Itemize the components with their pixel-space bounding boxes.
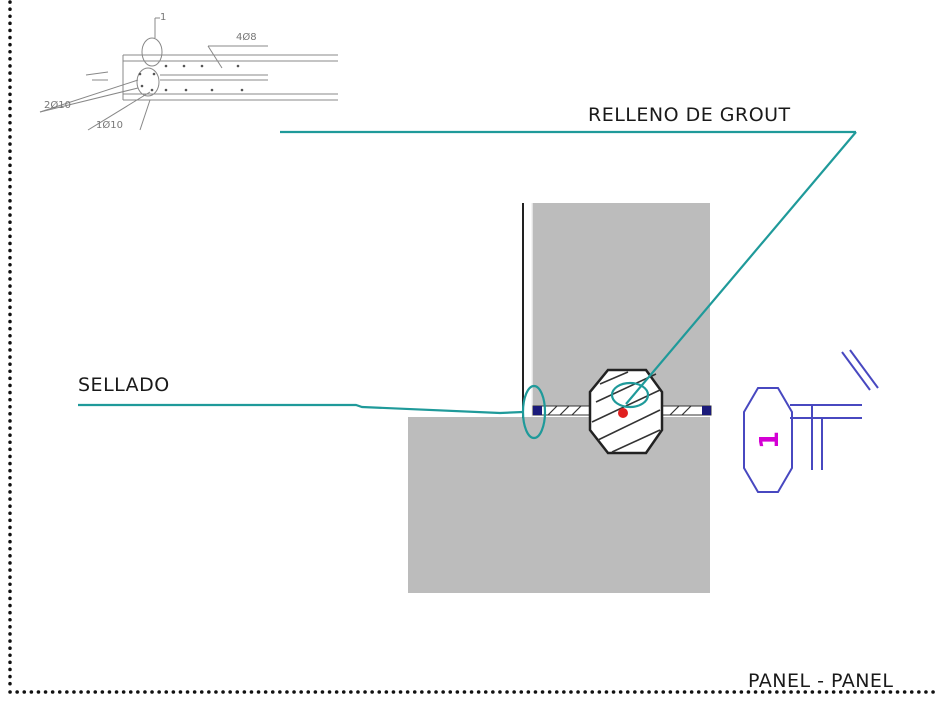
section-tag-number: 1 [755,431,785,449]
section-marker-lines [790,349,879,470]
thumbnail-sketch [39,17,338,131]
lower-panel [408,417,710,593]
thumbnail-label-top: 1 [160,12,166,23]
label-sellado: SELLADO [78,374,170,396]
thumbnail-label-2o10: 2Ø10 [44,99,71,111]
grout-dot [618,408,628,418]
thumbnail-label-4o8: 4Ø8 [236,31,257,43]
connector-end-left [533,406,542,415]
thumbnail-rebar-dots [138,64,244,92]
label-panel-panel: PANEL - PANEL [748,670,894,692]
connector-end-right [702,406,711,415]
label-relleno-grout: RELLENO DE GROUT [588,104,791,126]
grout-leader [280,130,857,409]
dotted-border [8,0,942,694]
sellado-leader [78,384,547,440]
connector-hatch [547,405,692,416]
thumbnail-label-1o10: 1Ø10 [96,119,123,131]
section-marker-hexagon [743,387,793,493]
